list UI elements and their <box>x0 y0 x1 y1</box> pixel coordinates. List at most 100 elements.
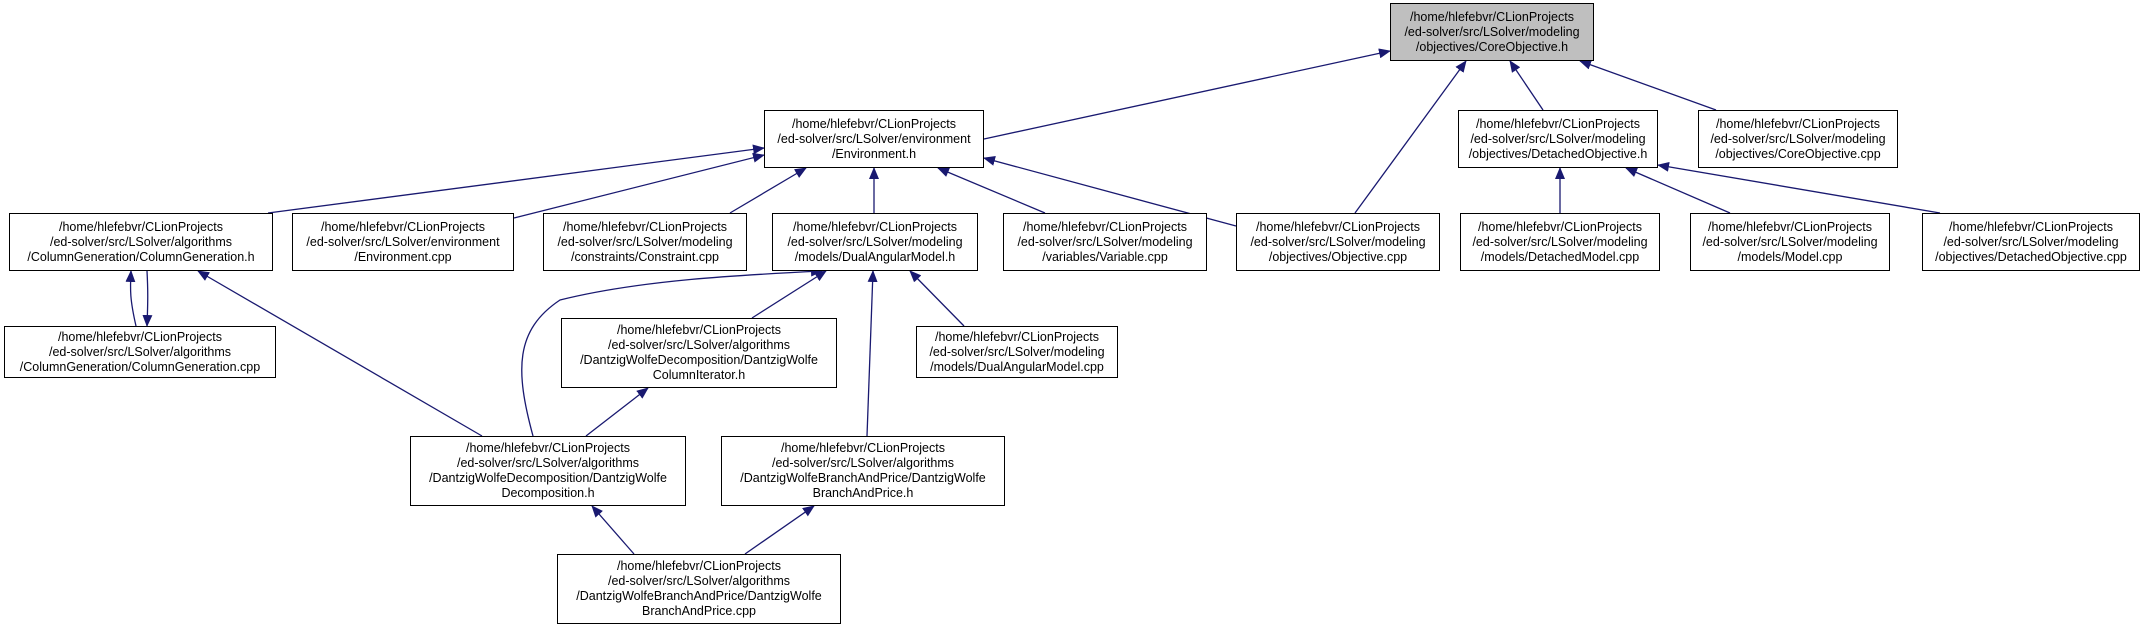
node-dual-angular-model-cpp[interactable]: /home/hlefebvr/CLionProjects/ed-solver/s… <box>916 326 1118 378</box>
edge-dw-branch-and-price-cpp-to-dw-branch-and-price-h <box>744 505 815 555</box>
node-label-line: /ed-solver/src/LSolver/modeling <box>1472 234 1648 249</box>
node-label-line: Decomposition.h <box>501 486 595 500</box>
node-label-line: /ed-solver/src/LSolver/modeling <box>1017 234 1193 249</box>
node-label-line: /objectives/DetachedObjective.cpp <box>1935 249 2127 264</box>
edge-environment-cpp-to-environment-h <box>513 152 765 219</box>
node-label-line: /objectives/Objective.cpp <box>1268 249 1408 264</box>
node-constraint-cpp[interactable]: /home/hlefebvr/CLionProjects/ed-solver/s… <box>543 213 747 271</box>
node-label-line: /models/DualAngularModel.cpp <box>930 359 1104 374</box>
node-detached-objective-cpp[interactable]: /home/hlefebvr/CLionProjects/ed-solver/s… <box>1922 213 2140 271</box>
node-label-line: /home/hlefebvr/CLionProjects <box>1716 116 1880 131</box>
node-detached-model-cpp[interactable]: /home/hlefebvr/CLionProjects/ed-solver/s… <box>1460 213 1660 271</box>
edge-dw-decomposition-h-to-dual-angular-model-h <box>521 266 823 437</box>
node-label-line: /ColumnGeneration/ColumnGeneration.cpp <box>19 359 261 374</box>
node-label-line: /ed-solver/src/LSolver/modeling <box>1404 24 1580 39</box>
node-label-line: /constraints/Constraint.cpp <box>571 249 719 264</box>
node-label-line: /Environment.h <box>831 146 917 161</box>
node-label-line: /home/hlefebvr/CLionProjects <box>1410 9 1574 24</box>
node-label-line: /DantzigWolfeBranchAndPrice/DantzigWolfe <box>740 471 986 485</box>
edge-dw-decomposition-h-to-column-iterator-h <box>585 387 649 437</box>
edge-column-generation-h-to-column-generation-cpp <box>142 270 153 327</box>
edge-detached-objective-h-to-core-objective-h <box>1509 60 1544 111</box>
edge-dw-branch-and-price-h-to-dual-angular-model-h <box>866 270 878 437</box>
node-label-line: /objectives/CoreObjective.h <box>1415 39 1569 54</box>
node-environment-cpp[interactable]: /home/hlefebvr/CLionProjects/ed-solver/s… <box>292 213 514 271</box>
node-label-line: /home/hlefebvr/CLionProjects <box>321 219 485 234</box>
node-column-iterator-h[interactable]: /home/hlefebvr/CLionProjects/ed-solver/s… <box>561 318 837 388</box>
node-label-line: /home/hlefebvr/CLionProjects <box>935 329 1099 344</box>
node-label-line: /Environment.cpp <box>354 249 452 264</box>
node-label-line: /ed-solver/src/LSolver/algorithms <box>48 344 231 359</box>
edge-constraint-cpp-to-environment-h <box>729 167 807 214</box>
node-label-line: /home/hlefebvr/CLionProjects <box>1023 219 1187 234</box>
edge-dual-angular-model-cpp-to-dual-angular-model-h <box>909 270 965 327</box>
node-column-generation-cpp[interactable]: /home/hlefebvr/CLionProjects/ed-solver/s… <box>4 326 276 378</box>
node-label-line: /home/hlefebvr/CLionProjects <box>792 116 956 131</box>
node-label-line: /home/hlefebvr/CLionProjects <box>617 559 781 573</box>
node-column-generation-h[interactable]: /home/hlefebvr/CLionProjects/ed-solver/s… <box>9 213 273 271</box>
dependency-edges <box>125 48 1941 555</box>
node-label-line: /home/hlefebvr/CLionProjects <box>1949 219 2113 234</box>
node-label-line: /models/Model.cpp <box>1737 249 1843 264</box>
node-core-objective-cpp[interactable]: /home/hlefebvr/CLionProjects/ed-solver/s… <box>1698 110 1898 168</box>
node-label-line: /objectives/DetachedObjective.h <box>1468 146 1648 161</box>
node-label-line: /ed-solver/src/LSolver/modeling <box>1710 131 1886 146</box>
node-label-line: /home/hlefebvr/CLionProjects <box>781 441 945 455</box>
node-label-line: /ed-solver/src/LSolver/algorithms <box>607 574 790 588</box>
node-environment-h[interactable]: /home/hlefebvr/CLionProjects/ed-solver/s… <box>764 110 984 168</box>
node-model-cpp[interactable]: /home/hlefebvr/CLionProjects/ed-solver/s… <box>1690 213 1890 271</box>
node-label-line: /ed-solver/src/LSolver/modeling <box>1250 234 1426 249</box>
node-variable-cpp[interactable]: /home/hlefebvr/CLionProjects/ed-solver/s… <box>1003 213 1207 271</box>
node-dw-branch-and-price-cpp[interactable]: /home/hlefebvr/CLionProjects/ed-solver/s… <box>557 554 841 624</box>
node-label-line: /ed-solver/src/LSolver/environment <box>306 234 500 249</box>
node-label-line: /home/hlefebvr/CLionProjects <box>1708 219 1872 234</box>
edge-column-generation-cpp-to-column-generation-h <box>125 270 137 327</box>
node-label-line: /home/hlefebvr/CLionProjects <box>58 329 222 344</box>
node-label-line: /ColumnGeneration/ColumnGeneration.h <box>27 249 255 264</box>
node-label-line: /DantzigWolfeDecomposition/DantzigWolfe <box>429 471 667 485</box>
node-label-line: BranchAndPrice.cpp <box>642 604 756 618</box>
node-label-line: /ed-solver/src/LSolver/algorithms <box>607 338 790 352</box>
node-label-line: /home/hlefebvr/CLionProjects <box>563 219 727 234</box>
edge-model-cpp-to-detached-objective-h <box>1625 167 1731 214</box>
node-label-line: /home/hlefebvr/CLionProjects <box>1256 219 1420 234</box>
node-label-line: /ed-solver/src/LSolver/algorithms <box>49 234 232 249</box>
edge-dw-decomposition-h-to-column-generation-h <box>197 270 483 437</box>
edge-environment-h-to-core-objective-h <box>983 48 1391 140</box>
node-label-line: /home/hlefebvr/CLionProjects <box>466 441 630 455</box>
node-label-line: ColumnIterator.h <box>652 368 746 382</box>
node-label-line: /ed-solver/src/LSolver/modeling <box>557 234 733 249</box>
node-label-line: /ed-solver/src/LSolver/modeling <box>1943 234 2119 249</box>
node-label-line: /ed-solver/src/LSolver/modeling <box>787 234 963 249</box>
node-label-line: /objectives/CoreObjective.cpp <box>1715 146 1881 161</box>
edge-column-iterator-h-to-dual-angular-model-h <box>751 270 827 319</box>
edge-variable-cpp-to-environment-h <box>937 167 1046 214</box>
node-objective-cpp[interactable]: /home/hlefebvr/CLionProjects/ed-solver/s… <box>1236 213 1440 271</box>
node-label-line: /home/hlefebvr/CLionProjects <box>793 219 957 234</box>
edge-dw-branch-and-price-cpp-to-dw-decomposition-h <box>591 505 635 555</box>
edge-core-objective-cpp-to-core-objective-h <box>1579 60 1717 111</box>
node-label-line: /home/hlefebvr/CLionProjects <box>59 219 223 234</box>
node-label-line: /DantzigWolfeBranchAndPrice/DantzigWolfe <box>576 589 822 603</box>
node-label-line: /ed-solver/src/LSolver/modeling <box>1470 131 1646 146</box>
node-label-line: BranchAndPrice.h <box>812 486 914 500</box>
node-label-line: /ed-solver/src/LSolver/algorithms <box>456 456 639 470</box>
node-label-line: /ed-solver/src/LSolver/modeling <box>929 344 1105 359</box>
node-label-line: /ed-solver/src/LSolver/modeling <box>1702 234 1878 249</box>
node-label-line: /home/hlefebvr/CLionProjects <box>617 323 781 337</box>
node-core-objective-h: /home/hlefebvr/CLionProjects/ed-solver/s… <box>1390 3 1594 61</box>
node-label-line: /models/DetachedModel.cpp <box>1480 249 1640 264</box>
edge-objective-cpp-to-core-objective-h <box>1354 60 1467 214</box>
edge-detached-objective-cpp-to-detached-objective-h <box>1657 161 1941 214</box>
node-label-line: /DantzigWolfeDecomposition/DantzigWolfe <box>580 353 818 367</box>
node-dual-angular-model-h[interactable]: /home/hlefebvr/CLionProjects/ed-solver/s… <box>772 213 978 271</box>
node-label-line: /ed-solver/src/LSolver/algorithms <box>771 456 954 470</box>
node-label-line: /home/hlefebvr/CLionProjects <box>1476 116 1640 131</box>
node-detached-objective-h[interactable]: /home/hlefebvr/CLionProjects/ed-solver/s… <box>1458 110 1658 168</box>
node-dw-branch-and-price-h[interactable]: /home/hlefebvr/CLionProjects/ed-solver/s… <box>721 436 1005 506</box>
node-dw-decomposition-h[interactable]: /home/hlefebvr/CLionProjects/ed-solver/s… <box>410 436 686 506</box>
node-label-line: /ed-solver/src/LSolver/environment <box>777 131 971 146</box>
node-label-line: /variables/Variable.cpp <box>1042 249 1168 264</box>
node-label-line: /models/DualAngularModel.h <box>794 249 956 264</box>
